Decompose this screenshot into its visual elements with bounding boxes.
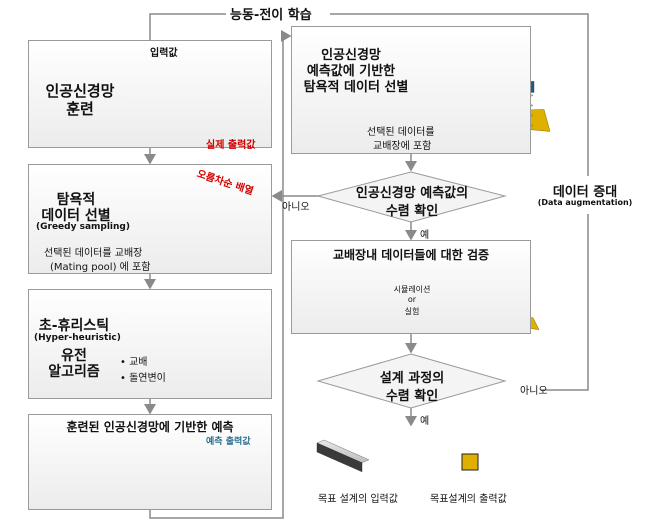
sim-line3: 실험 bbox=[404, 307, 420, 316]
greedy-subtitle: (Greedy sampling) bbox=[36, 222, 130, 232]
loop-title: 능동-전이 학습 bbox=[226, 4, 316, 23]
ann-training-title-line2: 훈련 bbox=[66, 100, 94, 118]
box-greedy-selection-pred bbox=[291, 26, 531, 154]
legend-output-label: 목표설계의 출력값 bbox=[430, 494, 507, 505]
box5-note-line1: 선택된 데이터를 bbox=[367, 127, 435, 138]
decision2-line1: 설계 과정의 bbox=[379, 371, 445, 386]
greedy-note-line2: (Mating pool) 에 포함 bbox=[50, 262, 151, 273]
box-validation bbox=[291, 240, 531, 334]
yes-label-1: 예 bbox=[420, 230, 430, 241]
input-value-label: 입력값 bbox=[150, 48, 178, 59]
box-hyper-heuristic-ga bbox=[28, 289, 272, 399]
loop-line-top-left bbox=[149, 13, 226, 40]
ga-bullet-crossover: • 교배 bbox=[120, 357, 148, 368]
box5-note-line2: 교배장에 포함 bbox=[373, 141, 432, 152]
ga-title-line3: 유전 bbox=[61, 348, 87, 364]
legend-input-bar bbox=[316, 439, 370, 473]
loop-line-right-down bbox=[541, 214, 589, 391]
box5-title-line1: 인공신경망 bbox=[321, 48, 381, 63]
decision1-line2: 수렴 확인 bbox=[385, 204, 439, 219]
legend-output-cube bbox=[461, 453, 479, 471]
box5-title-line2: 예측값에 기반한 bbox=[306, 64, 396, 79]
sim-line1: 시뮬레이션 bbox=[393, 285, 431, 294]
box-prediction bbox=[28, 414, 272, 510]
predicted-output-label: 예측 출력값 bbox=[206, 437, 251, 447]
box-greedy-sampling bbox=[28, 164, 272, 274]
actual-output-label: 실제 출력값 bbox=[206, 140, 256, 151]
ga-title-line1: 초-휴리스틱 bbox=[38, 318, 110, 334]
ga-title-line2: (Hyper-heuristic) bbox=[34, 333, 121, 343]
decision-diamond-1 bbox=[316, 171, 507, 223]
greedy-note-line1: 선택된 데이터를 교배장 bbox=[44, 248, 143, 259]
decision2-line2: 수렴 확인 bbox=[385, 389, 439, 404]
ann-training-title-line1: 인공신경망 bbox=[45, 82, 115, 100]
box-ann-training bbox=[28, 40, 272, 148]
no-label-2: 아니오 bbox=[520, 386, 548, 397]
legend-input-label: 목표 설계의 입력값 bbox=[318, 494, 398, 505]
decision1-line1: 인공신경망 예측값의 bbox=[355, 186, 469, 201]
loop-line-prediction-up bbox=[149, 36, 284, 519]
augmentation-line2: (Data augmentation) bbox=[530, 198, 640, 207]
augmentation-line1: 데이터 증대 bbox=[530, 181, 640, 200]
ga-bullet-mutation: • 돌연변이 bbox=[120, 373, 166, 384]
sim-line2: or bbox=[407, 295, 417, 304]
validation-title: 교배장내 데이터들에 대한 검증 bbox=[332, 248, 490, 262]
no-label-1: 아니오 bbox=[282, 202, 310, 213]
greedy-title-line2: 데이터 선별 bbox=[41, 208, 111, 224]
loop-line-top-right bbox=[330, 13, 589, 176]
box5-title-line3: 탐욕적 데이터 선별 bbox=[303, 80, 409, 95]
greedy-title-line1: 탐욕적 bbox=[56, 192, 96, 208]
ga-title-line4: 알고리즘 bbox=[48, 364, 100, 380]
prediction-title: 훈련된 인공신경망에 기반한 예측 bbox=[66, 420, 234, 434]
yes-label-2: 예 bbox=[420, 416, 430, 427]
decision-diamond-2 bbox=[316, 353, 507, 409]
